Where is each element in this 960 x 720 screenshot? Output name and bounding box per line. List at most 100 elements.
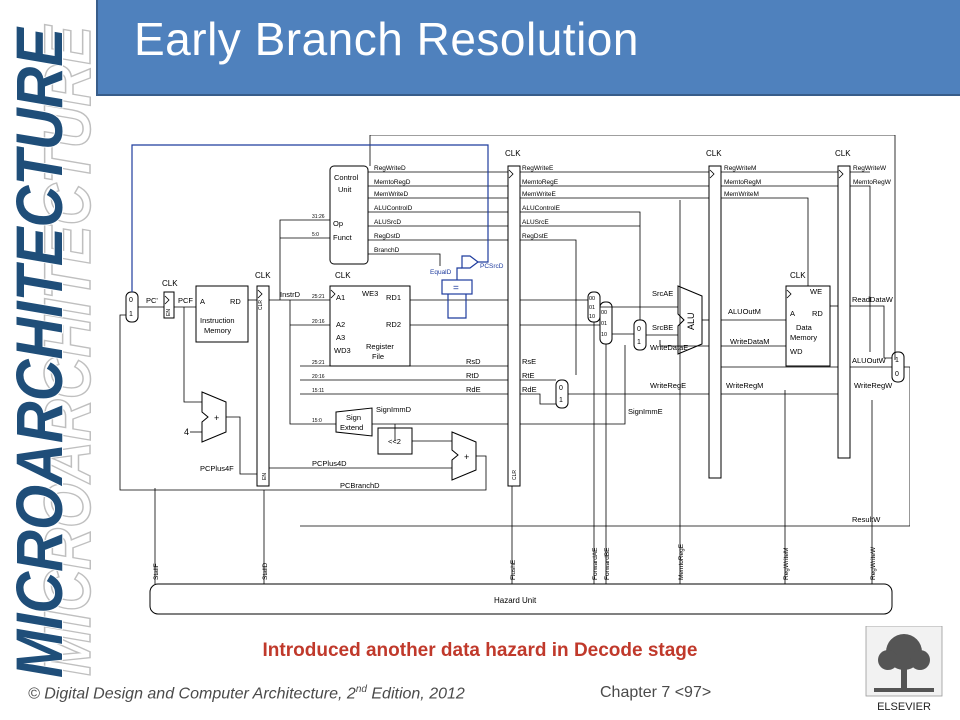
srca-e-label: SrcAE [652,289,673,298]
elsevier-logo-text: ELSEVIER [877,701,931,713]
dm-label-2: Memory [790,333,817,342]
alusrc-mux-1: 1 [637,339,641,346]
bits-a2: 20:16 [312,319,325,325]
pipeline-reg-f [163,291,175,319]
footer-sup: nd [355,684,367,695]
op-label: Op [333,219,343,228]
fwd-b-mux-10: 10 [601,332,607,338]
sign-extend-label-2: Extend [340,423,363,432]
footer-rest: Edition, 2012 [366,685,465,703]
slide-title: Early Branch Resolution [134,13,639,65]
pipeline-reg-d [256,285,270,487]
rdd-label: RdE [466,385,481,394]
title-bar: Early Branch Resolution [96,0,960,96]
sign-extend-block [335,407,373,437]
en-label-f: EN [166,309,172,316]
bits-imm: 15:0 [312,418,322,424]
regdst-d-label: RegDstD [374,233,401,240]
pcplus4f-label: PCPlus4F [200,464,234,473]
en-label-d: EN [262,473,268,480]
pcplus4d-label: PCPlus4D [312,459,347,468]
regdst-mux-1: 1 [559,397,563,404]
imem-label-1: Instruction [200,316,235,325]
clk-label-f: CLK [162,279,178,288]
shift-left-2 [377,427,413,455]
clk-label-dm: CLK [790,271,806,280]
bits-rt: 20:16 [312,374,325,380]
rd2-label: RD2 [386,320,401,329]
writereg-w-label: WriteRegW [854,381,893,390]
comparator-symbol: = [453,283,459,294]
pipeline-reg-e [507,165,521,487]
branch-adder [451,431,477,481]
bits-op: 31:26 [312,214,325,220]
memwrite-e-label: MemWriteE [522,191,556,198]
footer-citation: © Digital Design and Computer Architectu… [28,684,465,703]
memtoreg-e-hazard-label: MemtoRegE [678,543,685,580]
signimm-e-label: SignImmE [628,407,663,416]
alusrc-e-label: ALUSrcE [522,219,549,226]
a3-label: A3 [336,333,345,342]
dm-rd-label: RD [812,309,823,318]
bits-funct: 5:0 [312,232,319,238]
branch-d-label: BranchD [374,247,400,254]
clr-label-d: CLR [258,300,264,310]
branch-and-gate [461,255,479,269]
funct-label: Funct [333,233,353,242]
control-unit [329,165,369,265]
writereg-m-label: WriteRegM [726,381,763,390]
writedata-m-label: WriteDataM [730,337,769,346]
regdst-mux-0: 0 [559,385,563,392]
regdst-e-label: RegDstE [522,233,549,240]
memwrite-m-label: MemWriteM [724,191,759,198]
rtd-label: RtD [466,371,480,380]
fwd-a-mux-01: 01 [589,305,595,311]
dm-we-label: WE [810,287,822,296]
slide-caption: Introduced another data hazard in Decode… [262,640,698,661]
regwrite-d-label: RegWriteD [374,165,406,172]
memtoreg-mux-1: 1 [895,357,899,364]
clk-label-d: CLK [255,271,271,280]
side-brand-text: MICROARCHITECTURE [2,26,76,678]
result-w-label: ResultW [852,515,881,524]
memtoreg-m-label: MemtoRegM [724,179,761,186]
alusrc-mux-0: 0 [637,326,641,333]
forward-ae-label: ForwardAE [592,547,599,580]
stall-d-label: StallD [262,562,269,580]
four-label: 4 [184,427,189,437]
rd1-label: RD1 [386,293,401,302]
memtoreg-e-label: MemtoRegE [522,179,559,186]
regwrite-m-hazard-label: RegWriteM [783,548,790,580]
pc-prime-label: PC' [146,296,158,305]
pcf-label: PCF [178,296,193,305]
instruction-memory [195,285,249,343]
pc-mux-0: 0 [129,297,133,304]
imem-rd-label: RD [230,297,241,306]
hazard-unit-label: Hazard Unit [494,596,537,605]
rsd-label: RsD [466,357,481,366]
hazard-unit [149,583,893,615]
shift-label: <<2 [388,437,401,446]
signimm-d-label: SignImmD [376,405,412,414]
flush-e-label: FlushE [510,559,517,580]
microarchitecture-side-brand: MICROARCHITECTURE MICROARCHITECTURE [1,24,96,679]
alu [677,285,703,355]
pipeline-reg-w [837,165,851,459]
regwrite-w-hazard-label: RegWriteW [870,546,877,580]
a1-label: A1 [336,293,345,302]
chapter-page-number: Chapter 7 <97> [600,684,712,701]
clr-label-e: CLR [512,470,518,480]
bits-rs: 25:21 [312,360,325,366]
memtoreg-mux-0: 0 [895,371,899,378]
fwd-a-mux-10: 10 [589,314,595,320]
fwd-b-mux-01: 01 [601,321,607,327]
regfile-label-2: File [372,352,384,361]
dm-wd-label: WD [790,347,803,356]
imem-label-2: Memory [204,326,231,335]
srcb-e-label: SrcBE [652,323,673,332]
a2-label: A2 [336,320,345,329]
imem-a-label: A [200,297,205,306]
control-unit-label-2: Unit [338,185,352,194]
alu-label: ALU [686,312,696,330]
clk-label-m: CLK [706,149,722,158]
